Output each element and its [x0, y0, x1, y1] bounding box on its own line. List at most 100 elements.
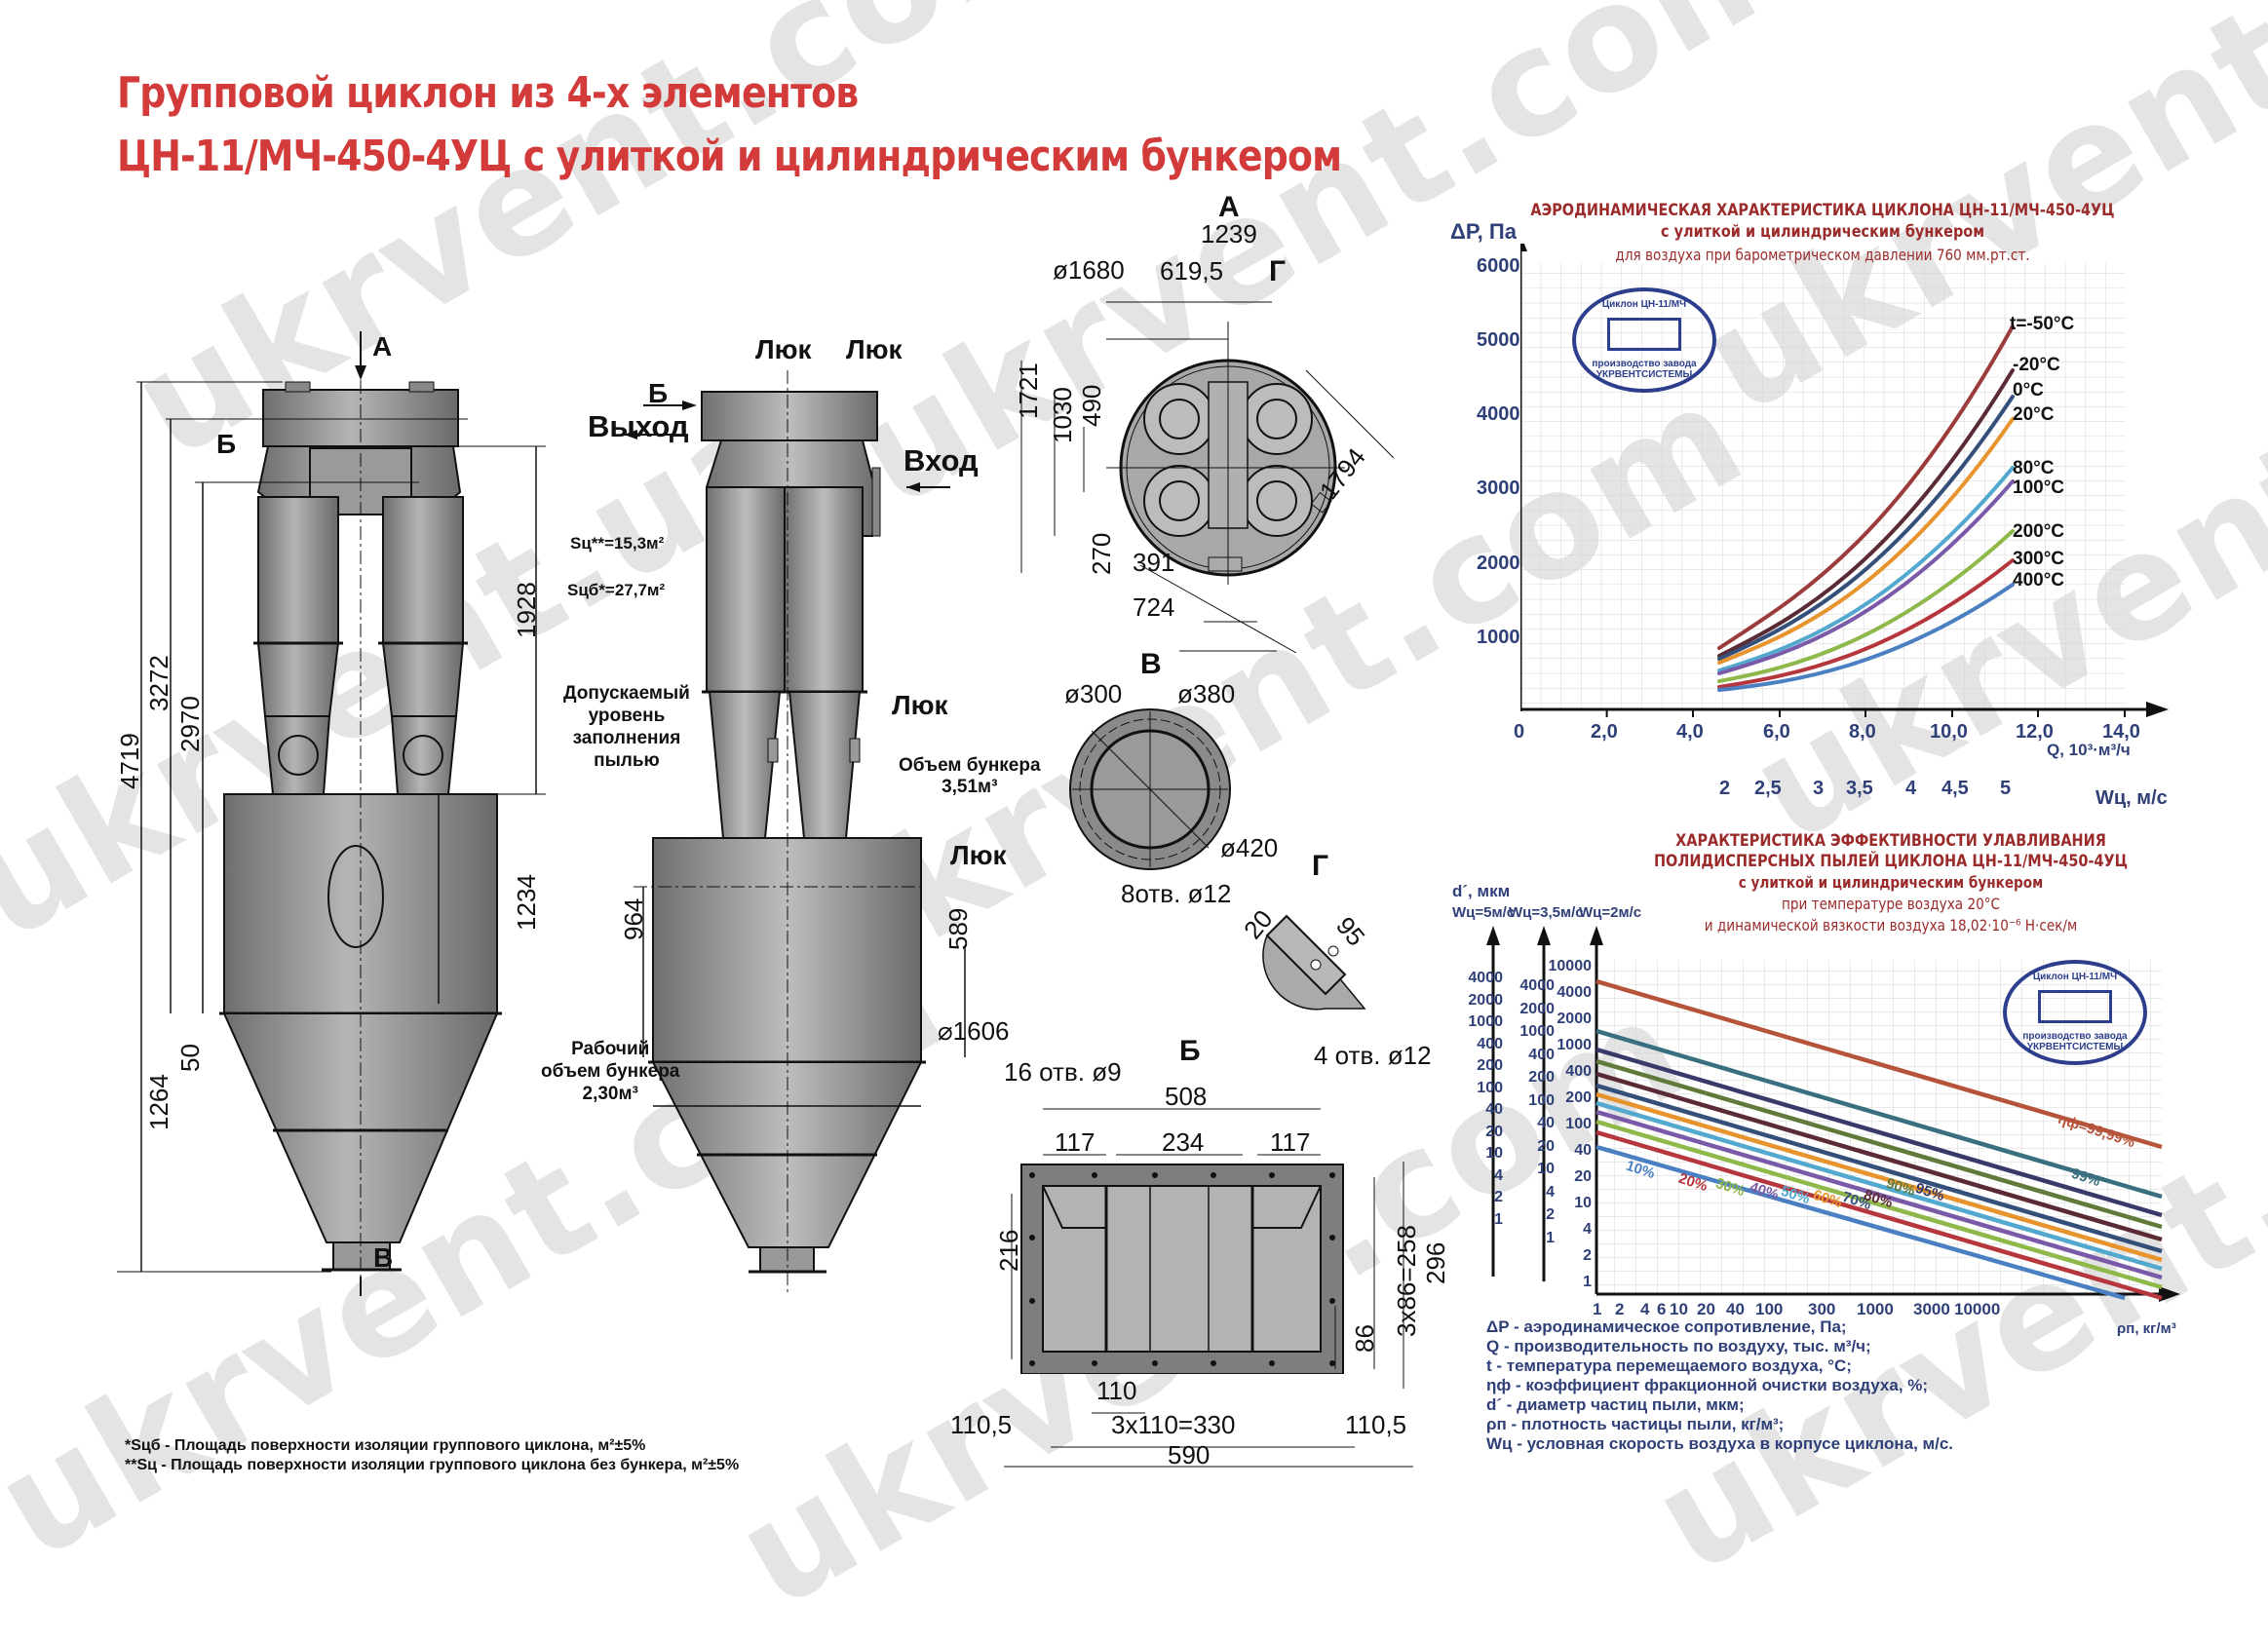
legend-t400: 400°C [2013, 570, 2065, 591]
chart1-subtitle2: для воздуха при барометрическом давлении… [1615, 246, 2030, 264]
chart1-xtick: 6,0 [1763, 721, 1790, 743]
page-title-line2: ЦН-11/МЧ-450-4УЦ с улиткой и цилиндричес… [117, 132, 1342, 181]
chart1-ytick: 5000 [1477, 329, 1520, 351]
chart1-x2tick: 4 [1905, 778, 1917, 799]
chart1-xtick: 12,0 [2016, 721, 2054, 743]
view-b-label: Б [1179, 1035, 1201, 1067]
dim-1030: 1030 [1048, 387, 1077, 443]
dim-1239: 1239 [1201, 219, 1257, 248]
chart2-xtick: 6 [1657, 1300, 1667, 1318]
dim-d420: ø420 [1220, 833, 1279, 862]
dim-86: 86 [1350, 1324, 1379, 1353]
area-scb-label: Sцб*=27,7м² [567, 581, 666, 599]
chart1-ytick: 6000 [1477, 255, 1520, 277]
chart1-xtick: 2,0 [1591, 721, 1618, 743]
hatch-label: Люк [950, 840, 1007, 870]
dim-724: 724 [1133, 592, 1175, 622]
legend-t20: 20°C [2013, 404, 2055, 425]
chart2-xtick: 10 [1670, 1300, 1688, 1318]
dim-4719: 4719 [115, 733, 144, 789]
holes-16x9: 16 отв. ø9 [1004, 1057, 1122, 1087]
chart1-x2tick: 5 [2000, 778, 2012, 799]
footnote-scb: *Sцб - Площадь поверхности изоляции груп… [125, 1437, 646, 1454]
chart1-ytick: 1000 [1477, 627, 1520, 648]
chart1-x2tick: 4,5 [1941, 778, 1969, 799]
hatch-label: Люк [892, 690, 948, 720]
chart2-xtick: 1000 [1857, 1300, 1894, 1318]
footnote-sc: **Sц - Площадь поверхности изоляции груп… [125, 1457, 740, 1473]
view-b-marker: Б [648, 378, 669, 408]
view-v-drawing [1069, 708, 1231, 870]
dim-296: 296 [1421, 1241, 1450, 1284]
chart2-xtick: 10000 [1954, 1300, 2001, 1318]
dim-2970: 2970 [175, 696, 205, 752]
legend-t100: 100°C [2013, 477, 2065, 498]
area-sc-label: Sц**=15,3м² [570, 534, 665, 553]
holes-4x12: 4 отв. ø12 [1314, 1041, 1432, 1070]
legend-t300: 300°C [2013, 549, 2065, 569]
dim-110-5-right: 110,5 [1345, 1410, 1407, 1439]
chart1-x2tick: 3 [1813, 778, 1825, 799]
chart2-xtick: 300 [1808, 1300, 1836, 1318]
dim-234: 234 [1162, 1127, 1205, 1157]
dim-1928: 1928 [512, 582, 541, 638]
hatch-label: Люк [755, 334, 812, 364]
dim-391: 391 [1133, 548, 1175, 577]
chart2-xtick: 2 [1615, 1300, 1625, 1318]
chart1-title: АЭРОДИНАМИЧЕСКАЯ ХАРАКТЕРИСТИКА ЦИКЛОНА … [1530, 201, 2115, 220]
view-g-marker: Г [1269, 255, 1287, 287]
chart1-ylabel: ΔP, Па [1450, 219, 1517, 244]
legend-t-20: -20°C [2013, 355, 2060, 375]
dim-3x110-330: 3х110=330 [1111, 1410, 1236, 1439]
hatch-label: Люк [846, 334, 903, 364]
side-view-drawing [624, 370, 966, 1296]
chart1-x2tick: 2,5 [1754, 778, 1782, 799]
chart2-ylabel: d´, мкм [1452, 882, 1511, 900]
chart2-xtick: 20 [1697, 1300, 1715, 1318]
chart1-ytick: 4000 [1477, 403, 1520, 425]
view-v-label: В [1140, 648, 1162, 680]
dim-589: 589 [943, 907, 973, 950]
dim-508: 508 [1165, 1082, 1208, 1111]
dim-270: 270 [1087, 532, 1116, 575]
chart1-xlabel: Q, 10³·м³/ч [2047, 741, 2131, 759]
chart1-x2tick: 2 [1719, 778, 1731, 799]
dim-1721: 1721 [1014, 363, 1043, 419]
chart1-xtick: 10,0 [1930, 721, 1968, 743]
dim-110: 110 [1096, 1376, 1137, 1405]
view-a-marker: А [372, 331, 393, 362]
dim-490: 490 [1077, 384, 1106, 427]
chart2-axis-w35: Wц=3,5м/с [1509, 904, 1584, 921]
chart2-axis-w2: Wц=2м/с [1579, 904, 1642, 921]
chart1-x2tick: 3,5 [1846, 778, 1873, 799]
view-b-dimension-lines [1004, 1108, 1413, 1468]
chart2-subtitle3: и динамической вязкости воздуха 18,02·10… [1704, 916, 2078, 935]
dim-d300: ø300 [1064, 679, 1123, 708]
chart1-x2label: Wц, м/с [2095, 787, 2168, 809]
chart2-title-line2: ПОЛИДИСПЕРСНЫХ ПЫЛЕЙ ЦИКЛОНА ЦН-11/МЧ-45… [1653, 852, 2129, 871]
dim-216: 216 [994, 1229, 1023, 1272]
legend-t-50: t=-50°C [2010, 314, 2075, 334]
chart2-stamp: Циклон ЦН-11/МЧ производство завода УКРВ… [2003, 960, 2147, 1065]
chart2-subtitle: с улиткой и цилиндрическим бункером [1738, 873, 2044, 892]
legend-t80: 80°C [2013, 458, 2055, 478]
chart2-axis-w5: Wц=5м/с [1452, 904, 1516, 921]
inlet-label: Вход [903, 443, 979, 477]
dim-50: 50 [175, 1044, 205, 1072]
legend-t0: 0°C [2013, 380, 2044, 401]
view-g-label: Г [1312, 850, 1329, 882]
legend-t200: 200°C [2013, 521, 2065, 542]
chart2-xtick: 4 [1640, 1300, 1650, 1318]
chart2-xtick: 3000 [1913, 1300, 1950, 1318]
chart1-ytick: 2000 [1477, 553, 1520, 574]
dim-1264: 1264 [144, 1074, 173, 1130]
chart2-xlabel: ρп, кг/м³ [2117, 1320, 2176, 1337]
dim-619-5: 619,5 [1160, 256, 1224, 286]
dim-3272: 3272 [144, 655, 173, 711]
